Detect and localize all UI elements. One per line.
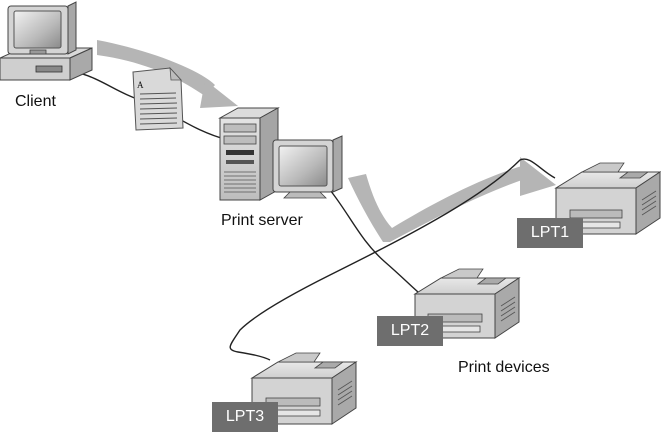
client-computer-icon <box>0 1 93 81</box>
print-server-icon <box>218 107 343 201</box>
flow-arrow-server-to-printer <box>348 157 556 242</box>
port-badge-lpt3: LPT3 <box>212 402 278 432</box>
port-badge-lpt2: LPT2 <box>377 316 443 346</box>
client-label: Client <box>15 93 56 110</box>
document-letter: A <box>137 80 144 90</box>
port-badge-lpt1: LPT1 <box>517 218 583 248</box>
flow-arrow-client-to-server <box>97 40 238 108</box>
document-icon: A <box>132 66 184 131</box>
print-server-label: Print server <box>221 212 303 229</box>
print-devices-label: Print devices <box>458 359 550 376</box>
